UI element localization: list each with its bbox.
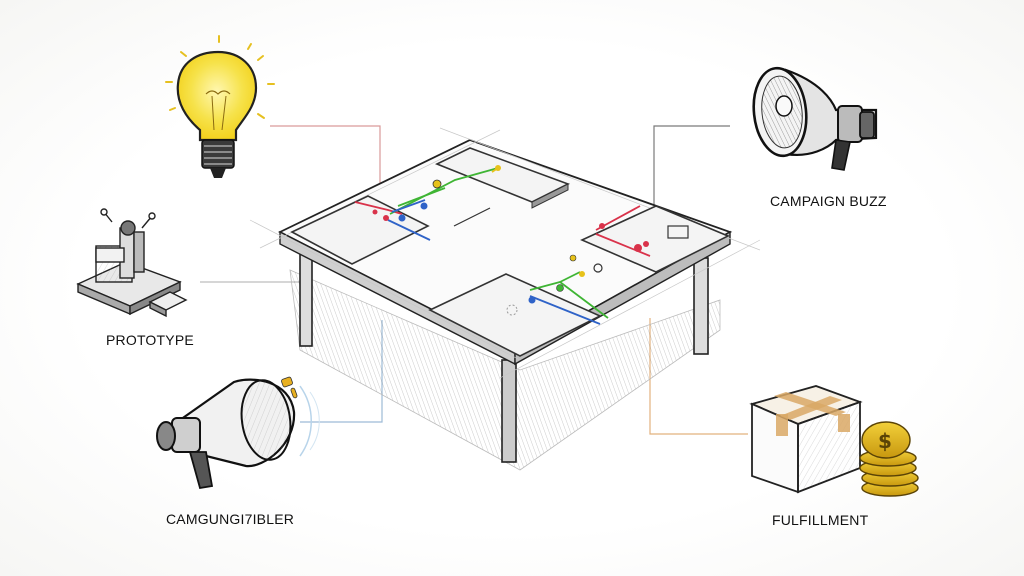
modular-table	[249, 127, 761, 463]
megaphone-icon-crowdfunding	[156, 376, 320, 490]
panel-top-left	[290, 195, 430, 265]
wire-nodes	[372, 165, 649, 304]
connector-lines	[200, 125, 748, 435]
svg-text:$: $	[878, 429, 892, 453]
connector-idea	[270, 125, 381, 195]
package-and-coins-icon: $	[749, 385, 919, 497]
label-prototype: PROTOTYPE	[106, 332, 194, 348]
panel-bottom	[428, 273, 602, 357]
prototype-machine-icon	[76, 208, 188, 318]
label-crowdfunding: CAMGUNGI7IBLER	[166, 511, 295, 527]
megaphone-icon-campaign	[752, 66, 878, 171]
label-fulfillment: FULFILLMENT	[772, 512, 869, 528]
connector-campaign	[653, 125, 730, 208]
panel-right	[580, 205, 730, 273]
label-campaign-buzz: CAMPAIGN BUZZ	[770, 193, 887, 209]
lightbulb-icon	[165, 35, 275, 178]
